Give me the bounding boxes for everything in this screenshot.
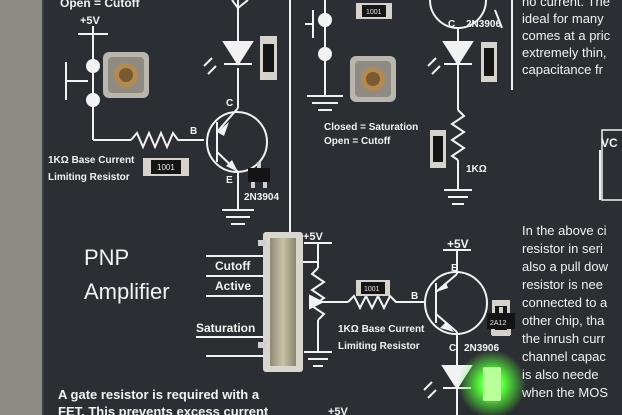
- pnp-supply: +5V: [303, 231, 324, 243]
- npn-part: 2N3904: [244, 192, 279, 203]
- pnp-resistor-label-2: Limiting Resistor: [338, 341, 420, 352]
- right-line: capacitance fr: [522, 62, 604, 77]
- resistor-code: 1001: [157, 163, 175, 172]
- right-line: also a pull dow: [522, 259, 609, 274]
- right-panel-text-top: no current. The ideal for many comes at …: [522, 0, 611, 77]
- silkscreen-traces: [65, 0, 601, 415]
- led-on: [483, 367, 501, 401]
- tactile-button: [350, 56, 396, 102]
- resistor-code: 1001: [364, 286, 380, 293]
- bottom-text-2: FET. This prevents excess current: [58, 404, 269, 415]
- bottom-supply: +5V: [328, 406, 349, 415]
- pnp-top-part: 2N3906: [466, 19, 501, 30]
- state-active: Active: [215, 279, 251, 293]
- pnp-top-pin-c: C: [448, 19, 455, 30]
- state-saturation: Saturation: [196, 321, 255, 335]
- pnp-pin-b: B: [411, 291, 418, 302]
- npn-resistor-label-2: Limiting Resistor: [48, 172, 130, 183]
- right-line: In the above ci: [522, 223, 607, 238]
- middle-closed-label: Closed = Saturation: [324, 122, 418, 133]
- vcc-label: VC: [601, 136, 618, 150]
- sot23-transistor: [487, 307, 515, 335]
- right-line: when the MOS: [521, 385, 608, 400]
- resistor-code: 1001: [366, 9, 382, 16]
- npn-pin-e: E: [226, 175, 233, 186]
- switch-pad: [86, 93, 100, 107]
- bottom-text-1: A gate resistor is required with a: [58, 387, 260, 402]
- pnp-pin-e: E: [451, 263, 458, 274]
- right-panel-text-bottom: In the above ci resistor in seri also a …: [521, 223, 609, 400]
- right-line: other chip, tha: [522, 313, 605, 328]
- pnp-part: 2N3906: [464, 343, 499, 354]
- right-line: connected to a: [522, 295, 608, 310]
- right-line: resistor is nee: [522, 277, 603, 292]
- switch-pad: [318, 47, 332, 61]
- pnp-pin-c: C: [449, 343, 456, 354]
- right-line: channel capac: [522, 349, 606, 364]
- right-line: resistor in seri: [522, 241, 603, 256]
- smd-resistor: [356, 3, 392, 19]
- switch-pad: [318, 13, 332, 27]
- smd-part-code: 2A12: [490, 320, 506, 327]
- smd-resistor: [356, 280, 390, 296]
- npn-open-label: Open = Cutoff: [60, 0, 141, 10]
- pnp-top-resistor: 1KΩ: [466, 164, 487, 175]
- pnp-resistor-label-1: 1KΩ Base Current: [338, 324, 425, 335]
- pnp-title-2: Amplifier: [84, 279, 170, 304]
- state-cutoff: Cutoff: [215, 259, 251, 273]
- pnp-supply-right: +5V: [447, 237, 469, 251]
- right-line: the inrush curr: [522, 331, 606, 346]
- switch-pad: [86, 59, 100, 73]
- pnp-title-1: PNP: [84, 245, 129, 270]
- right-line: comes at a pric: [522, 28, 611, 43]
- npn-supply: +5V: [80, 15, 101, 27]
- right-line: no current. The: [522, 0, 610, 9]
- right-line: extremely thin,: [522, 45, 607, 60]
- slide-switch: [258, 232, 303, 372]
- npn-resistor-label-1: 1KΩ Base Current: [48, 155, 135, 166]
- right-line: is also neede: [522, 367, 599, 382]
- npn-pin-c: C: [226, 98, 233, 109]
- npn-pin-b: B: [190, 126, 197, 137]
- smd-resistor: [143, 158, 189, 176]
- tactile-button: [103, 52, 149, 98]
- right-line: ideal for many: [522, 11, 604, 26]
- sot23-transistor: [248, 162, 270, 188]
- middle-open-label: Open = Cutoff: [324, 136, 391, 147]
